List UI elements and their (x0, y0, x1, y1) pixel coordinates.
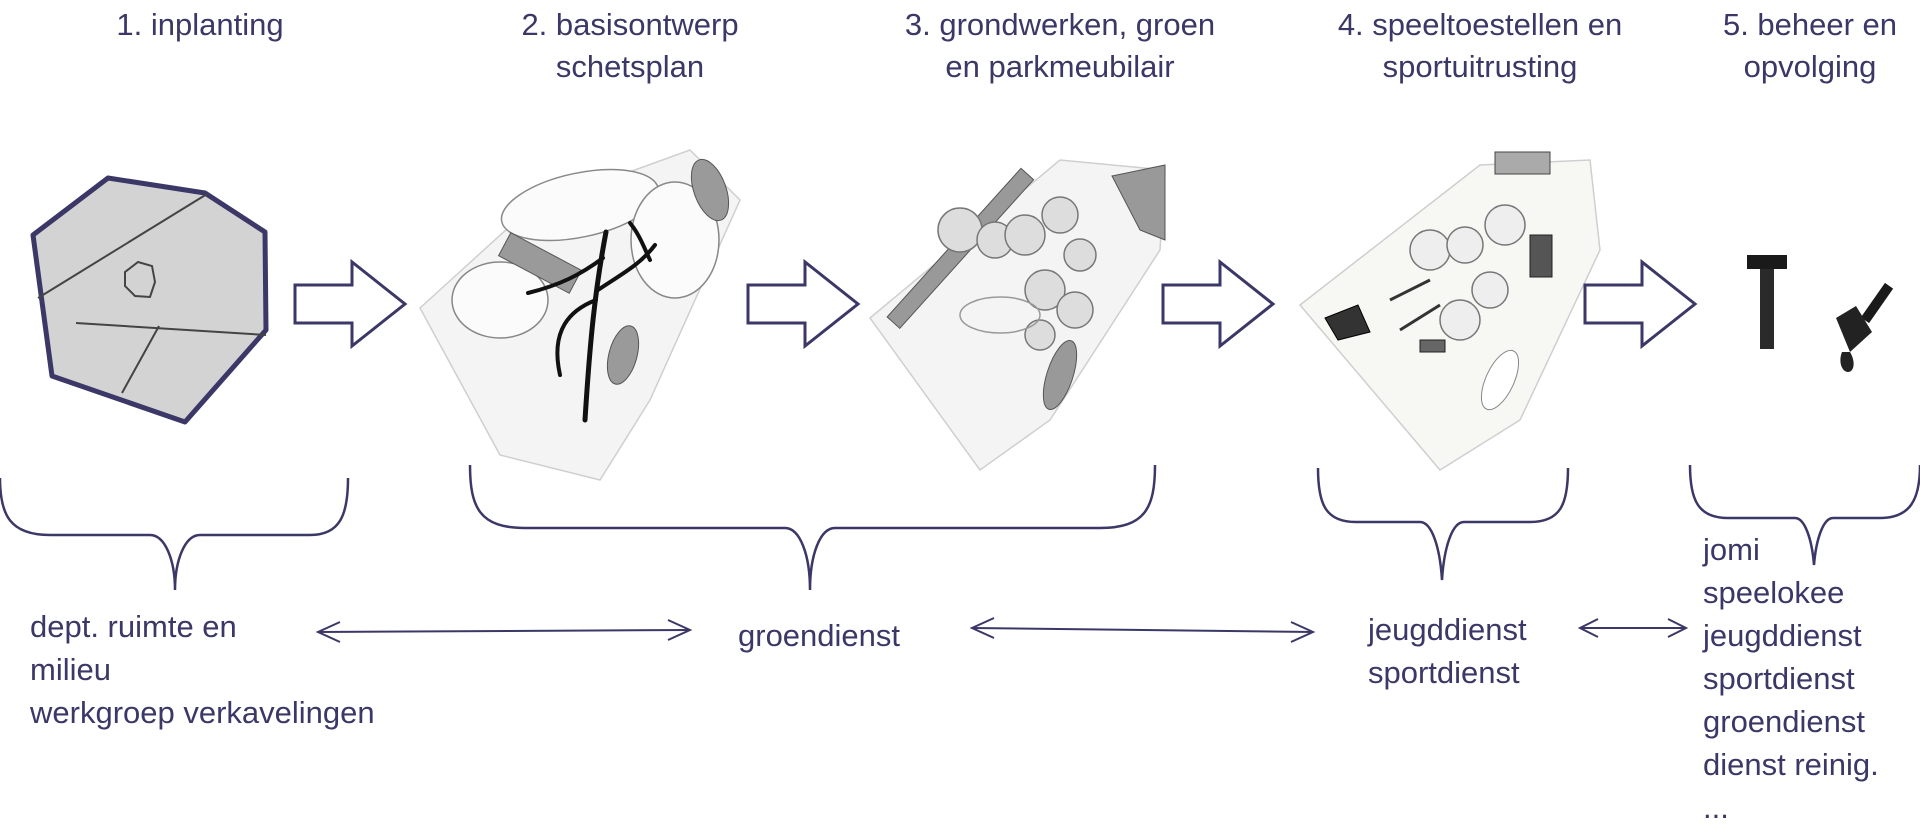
list-item: ... (1703, 790, 1729, 825)
double-arrow-icon (315, 619, 693, 643)
group-3-label: jeugddienst sportdienst (1368, 612, 1527, 690)
curly-brace-icon (1688, 464, 1920, 566)
step-5-title: 5. beheer en opvolging (1722, 7, 1898, 84)
sketch-plan-icon (419, 149, 741, 481)
list-item: jeugddienst (1703, 618, 1862, 653)
plot-map-icon (30, 175, 269, 425)
step-4-title: 4. speeltoestellen en sportuitrusting (1337, 7, 1623, 84)
curly-brace-icon (1316, 467, 1570, 581)
step-2-title: 2. basisontwerp schetsplan (521, 7, 739, 84)
step-3-title: 3. grondwerken, groen en parkmeubilair (904, 7, 1216, 84)
list-item: dienst reinig. (1703, 747, 1879, 782)
hammer-icon (1747, 255, 1787, 349)
curly-brace-icon (468, 464, 1157, 591)
paintbrush-icon (1836, 282, 1894, 372)
group-4-label: jomi speelokee jeugddienst sportdienst g… (1703, 528, 1879, 829)
group-1-label: dept. ruimte en milieu werkgroep verkave… (30, 609, 375, 730)
playground-plan-icon (1298, 151, 1601, 471)
list-item: sportdienst (1703, 661, 1855, 696)
trees-plan-icon (868, 159, 1166, 472)
double-arrow-icon (969, 617, 1316, 643)
double-arrow-icon (1577, 618, 1689, 638)
arrow-right-icon (1161, 258, 1276, 350)
curly-brace-icon (0, 477, 350, 591)
group-2-label: groendienst (738, 618, 901, 653)
list-item: groendienst (1703, 704, 1866, 739)
arrow-right-icon (293, 258, 408, 350)
list-item: speelokee (1703, 575, 1845, 610)
arrow-right-icon (1583, 258, 1698, 350)
list-item: jomi (1703, 532, 1760, 567)
step-1-title: 1. inplanting (116, 7, 284, 42)
arrow-right-icon (746, 258, 861, 350)
